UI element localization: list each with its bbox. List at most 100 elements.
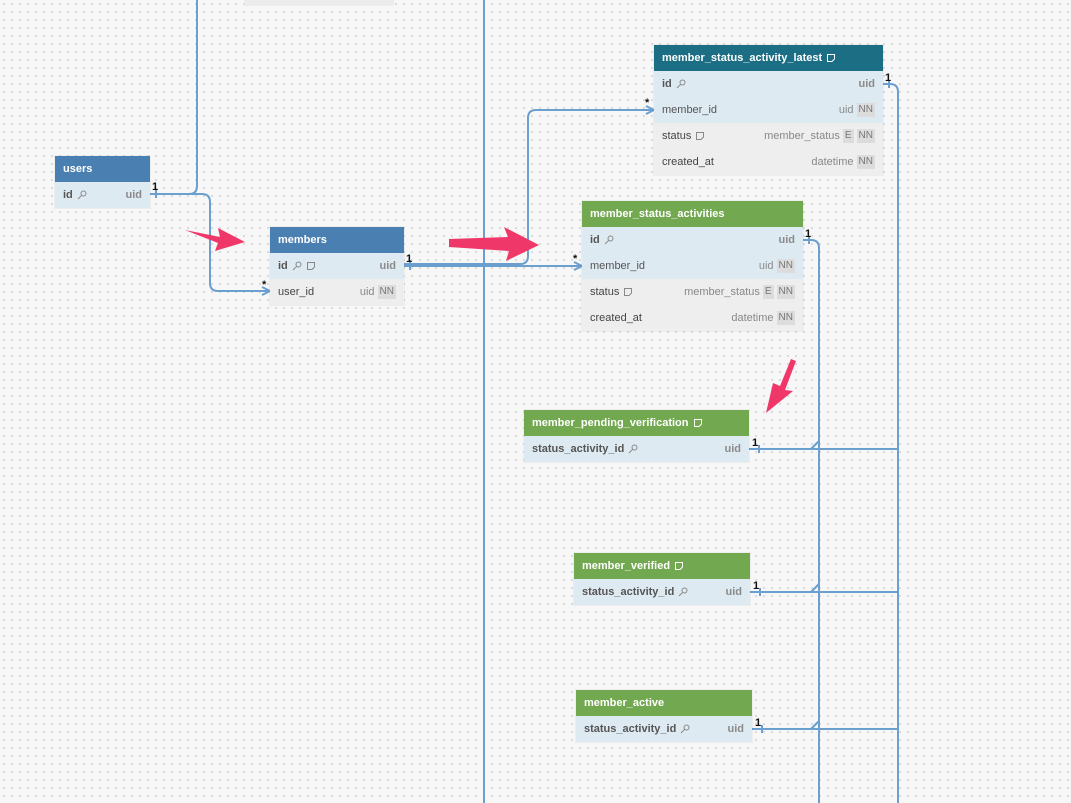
column-type: uid — [359, 286, 375, 298]
table-header[interactable]: members — [270, 227, 404, 253]
key-icon — [292, 261, 302, 271]
column-type: uid — [725, 586, 743, 598]
column-type: datetime — [731, 312, 774, 324]
not-null-badge: NN — [776, 259, 795, 273]
column-name: id — [590, 234, 600, 246]
column-name: created_at — [662, 156, 714, 168]
key-icon — [77, 190, 87, 200]
cardinality-one-label: 1 — [406, 253, 413, 265]
annotation-arrow — [449, 227, 539, 261]
cardinality-one-label: 1 — [755, 717, 762, 729]
key-icon — [604, 235, 614, 245]
cardinality-one-label: 1 — [805, 228, 812, 240]
table-title: member_active — [584, 697, 665, 709]
table-title: member_verified — [582, 560, 671, 572]
table-header[interactable]: member_active — [576, 690, 752, 716]
not-null-badge: NN — [856, 155, 875, 169]
table-title: member_status_activity_latest — [662, 52, 823, 64]
table-header[interactable]: member_pending_verification — [524, 410, 749, 436]
column-row-status-activity-id[interactable]: status_activity_id uid — [524, 436, 749, 462]
not-null-badge: NN — [856, 129, 875, 143]
table-header[interactable]: users — [55, 156, 150, 182]
not-null-badge: NN — [377, 285, 396, 299]
annotation-arrow — [185, 228, 245, 251]
cardinality-one-label: 1 — [753, 580, 760, 592]
column-name: status — [590, 286, 620, 298]
column-name: status_activity_id — [584, 723, 677, 735]
column-name: id — [63, 189, 73, 201]
column-row-id[interactable]: id uid — [654, 71, 883, 97]
column-name: created_at — [590, 312, 642, 324]
table-title: members — [278, 234, 327, 246]
key-icon — [676, 79, 686, 89]
table-member-status-activity-latest[interactable]: member_status_activity_latest id uid mem… — [654, 45, 883, 175]
column-row-status-activity-id[interactable]: status_activity_id uid — [576, 716, 752, 742]
note-icon — [826, 53, 836, 63]
column-row-status-activity-id[interactable]: status_activity_id uid — [574, 579, 750, 605]
note-icon — [623, 287, 633, 297]
note-icon — [674, 561, 684, 571]
column-name: status_activity_id — [582, 586, 675, 598]
link-users-members — [150, 193, 270, 292]
column-type: uid — [758, 260, 774, 272]
column-type: uid — [727, 723, 745, 735]
key-icon — [678, 587, 688, 597]
cardinality-many-label: * — [573, 253, 578, 265]
column-name: member_id — [662, 104, 718, 116]
table-title: member_pending_verification — [532, 417, 689, 429]
column-name: user_id — [278, 286, 315, 298]
column-row-id[interactable]: id uid — [582, 227, 803, 253]
column-type: uid — [778, 234, 796, 246]
annotation-arrow — [766, 359, 796, 413]
column-type: uid — [838, 104, 854, 116]
key-icon — [680, 724, 690, 734]
table-member-pending-verification[interactable]: member_pending_verification status_activ… — [524, 410, 749, 462]
table-header[interactable]: member_status_activity_latest — [654, 45, 883, 71]
not-null-badge: NN — [776, 285, 795, 299]
table-header[interactable]: member_verified — [574, 553, 750, 579]
column-row-id[interactable]: id uid — [55, 182, 150, 208]
column-type: datetime — [811, 156, 854, 168]
column-name: status — [662, 130, 692, 142]
note-icon — [695, 131, 705, 141]
column-type: uid — [724, 443, 742, 455]
column-row-id[interactable]: id uid — [270, 253, 404, 279]
cardinality-one-label: 1 — [152, 181, 159, 193]
link-members-latest — [404, 109, 654, 265]
cardinality-many-label: * — [262, 279, 267, 291]
column-name: id — [278, 260, 288, 272]
note-icon — [693, 418, 703, 428]
table-title: member_status_activities — [590, 208, 725, 220]
cardinality-many-label: * — [645, 97, 650, 109]
not-null-badge: NN — [856, 103, 875, 117]
table-member-verified[interactable]: member_verified status_activity_id uid — [574, 553, 750, 605]
enum-badge: E — [762, 285, 774, 299]
enum-badge: E — [842, 129, 854, 143]
link-activities-bus — [803, 239, 820, 803]
table-title: users — [63, 163, 93, 175]
cardinality-one-label: 1 — [885, 72, 892, 84]
table-member-status-activities[interactable]: member_status_activities id uid member_i… — [582, 201, 803, 331]
table-header[interactable]: member_status_activities — [582, 201, 803, 227]
not-null-badge: NN — [776, 311, 795, 325]
link-verified-tick — [810, 583, 820, 593]
table-member-active[interactable]: member_active status_activity_id uid — [576, 690, 752, 742]
column-name: member_id — [590, 260, 646, 272]
column-name: status_activity_id — [532, 443, 625, 455]
column-type: uid — [379, 260, 397, 272]
table-users[interactable]: users id uid — [55, 156, 150, 208]
column-type: member_status — [764, 130, 840, 142]
column-type: uid — [125, 189, 143, 201]
column-type: member_status — [684, 286, 760, 298]
partial-table-stub — [244, 0, 394, 6]
link-latest-bus — [883, 83, 899, 803]
